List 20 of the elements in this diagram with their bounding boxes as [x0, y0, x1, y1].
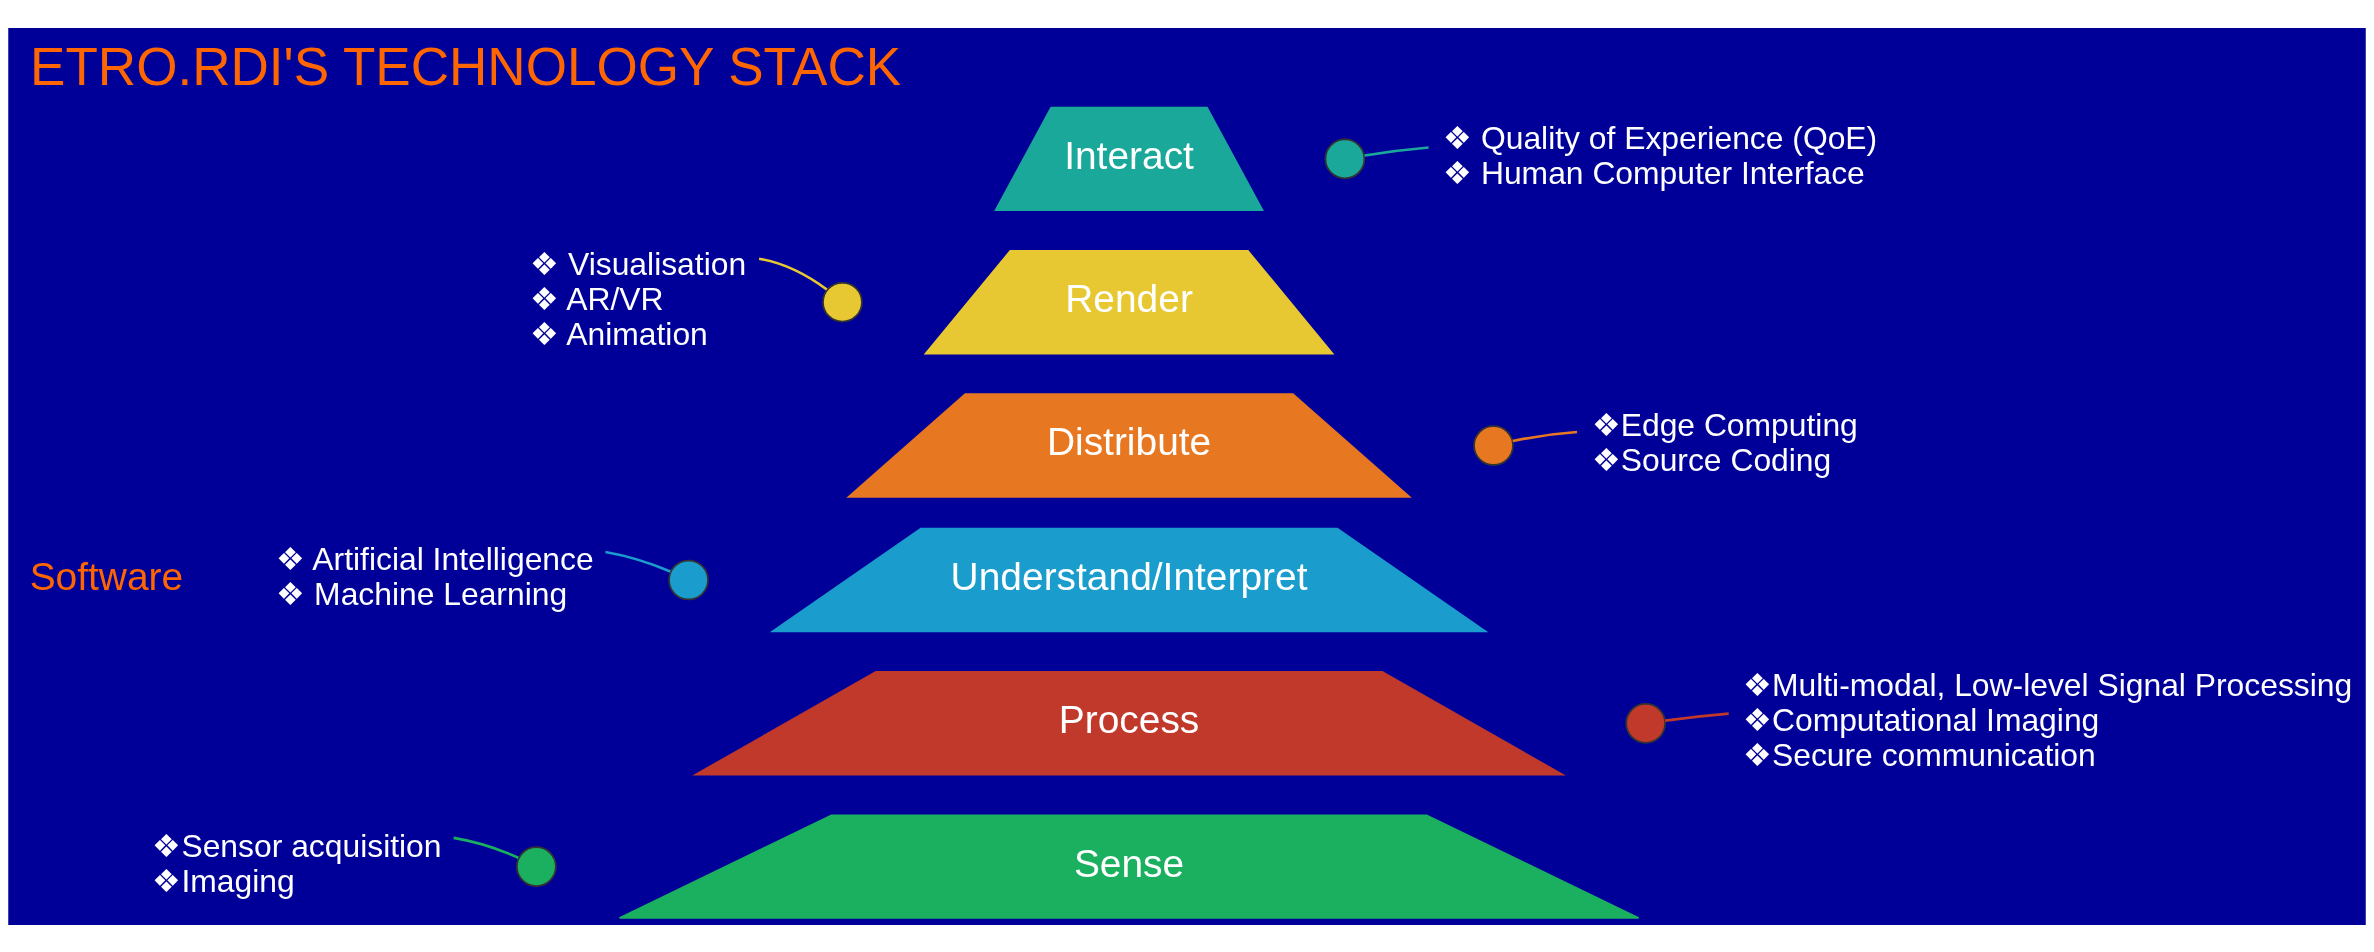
connector [758, 256, 828, 291]
connector [453, 836, 519, 859]
node-text: ❖Sensor acquisition ❖Imaging [152, 827, 442, 899]
node-circle [1473, 424, 1514, 466]
connector [1364, 145, 1429, 157]
node-circle [1625, 702, 1666, 744]
label: Software [29, 554, 184, 598]
node-circle [1324, 138, 1366, 179]
node-circle [516, 845, 557, 887]
node-text: ❖ Quality of Experience (QoE) ❖ Human Computer Interface [1443, 119, 1878, 191]
node-text: ❖Edge Computing ❖Source Coding [1591, 406, 1858, 478]
node-text: ❖ Artificial Intelligence ❖ Machine Learning [276, 540, 594, 612]
node-text: ❖Multi-modal, Low-level Signal Processing ❖Computational Imaging ❖Secure communication [1742, 666, 2353, 773]
node-text: ❖ Visualisation ❖ AR/VR ❖ Animation [530, 245, 747, 352]
connector [1512, 430, 1578, 442]
diagram-title: ETRO.RDI'S TECHNOLOGY STACK [30, 36, 902, 96]
node-circle [822, 281, 863, 323]
node-circle [668, 559, 709, 600]
connector [1664, 711, 1729, 722]
connector [605, 550, 671, 573]
